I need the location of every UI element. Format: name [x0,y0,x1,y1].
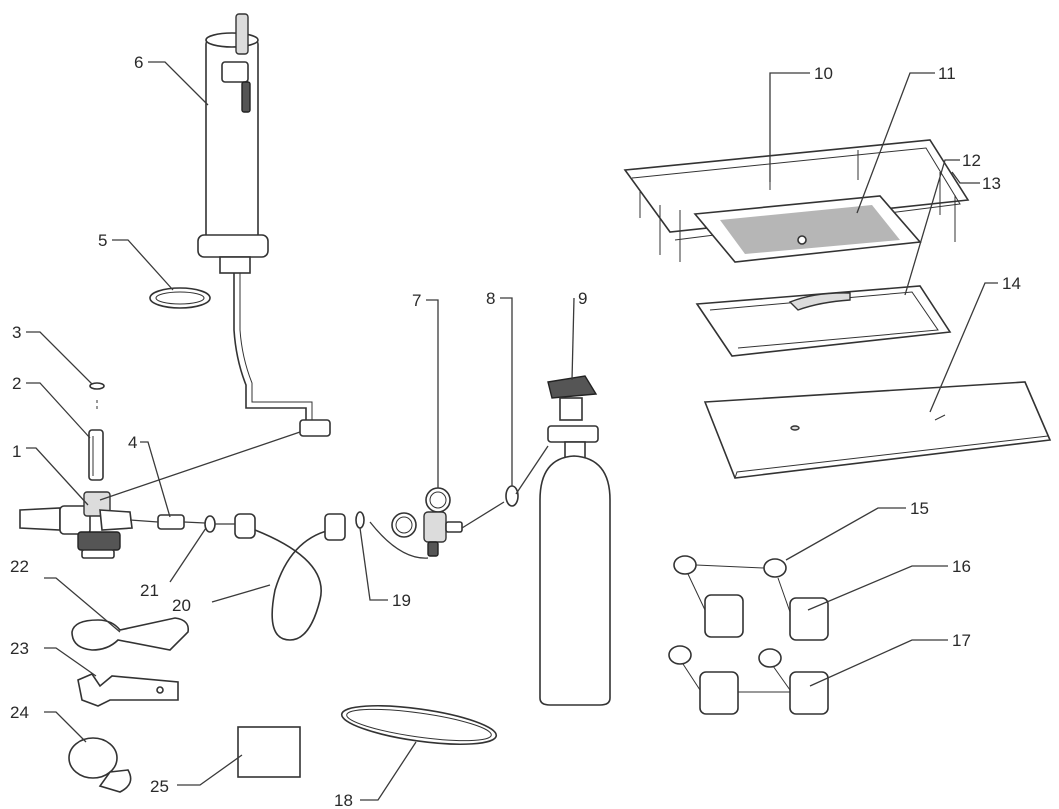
drip-tray [695,285,952,357]
label-part-20: 20 [172,596,191,615]
leader-lines [26,61,998,801]
spanner-wrench [71,617,190,651]
gas-regulator [391,487,463,557]
keg-coupler [19,491,133,559]
washer-small [89,382,105,390]
label-part-5: 5 [98,231,107,250]
drip-grate [693,195,922,263]
co2-cylinder [539,375,611,706]
label-part-3: 3 [12,323,21,342]
label-part-2: 2 [12,374,21,393]
label-part-13: 13 [982,174,1001,193]
label-part-19: 19 [392,591,411,610]
washer-8 [505,485,519,507]
fitting-4 [157,514,185,530]
label-part-14: 14 [1002,274,1021,293]
drip-plate [703,381,1052,479]
label-part-8: 8 [486,289,495,308]
label-part-12: 12 [962,151,981,170]
label-part-10: 10 [814,64,833,83]
label-part-4: 4 [128,433,137,452]
label-part-18: 18 [334,791,353,809]
label-part-11: 11 [938,64,956,83]
label-part-21: 21 [140,581,159,600]
large-gasket [340,704,498,746]
tower-o-ring [149,287,211,309]
label-part-25: 25 [150,777,169,796]
label-part-24: 24 [10,703,29,722]
label-part-9: 9 [578,289,587,308]
label-part-7: 7 [412,291,421,310]
part-labels: 1 2 3 4 5 6 7 8 9 10 11 12 13 14 15 16 1… [10,53,1021,809]
open-wrench [77,673,179,707]
label-part-15: 15 [910,499,929,518]
beer-tower [197,13,331,437]
washer-21 [204,515,216,533]
label-part-17: 17 [952,631,971,650]
label-part-23: 23 [10,639,29,658]
label-part-6: 6 [134,53,143,72]
square-pad [237,726,301,778]
faucet-shanks [668,555,829,715]
label-part-16: 16 [952,557,971,576]
washer-19 [355,511,365,529]
label-part-1: 1 [12,442,21,461]
probe [88,429,104,481]
gas-hose [234,513,346,641]
tap-knob [68,737,132,793]
label-part-22: 22 [10,557,29,576]
